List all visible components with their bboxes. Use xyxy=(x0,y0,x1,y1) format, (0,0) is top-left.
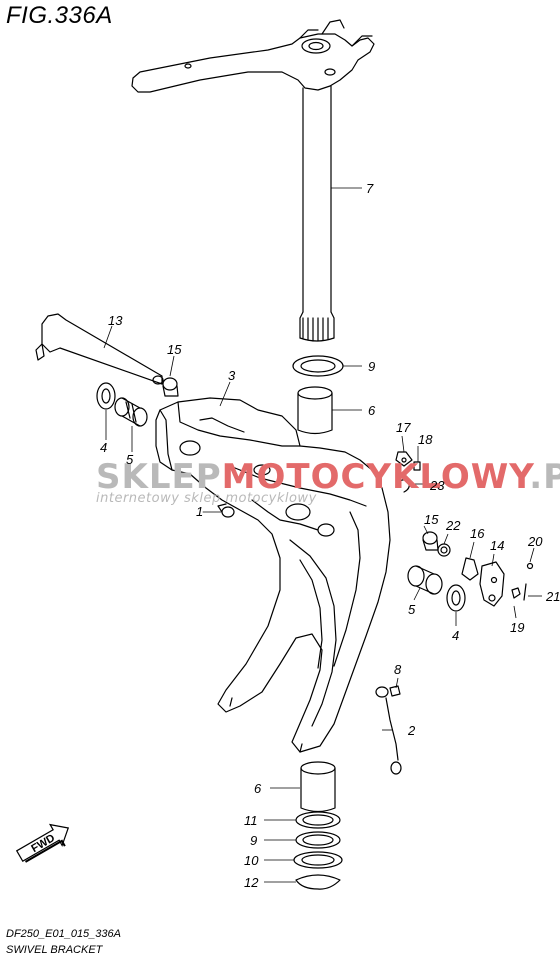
steering-pipe xyxy=(299,85,335,342)
watermark-brand-part1: SKLEP xyxy=(96,457,222,497)
watermark-brand-part2: MOTOCYKLOWY xyxy=(222,457,535,497)
bushing-5-right xyxy=(407,565,443,595)
washer-20 xyxy=(526,562,534,570)
callout-2: 2 xyxy=(407,723,416,738)
washer-10 xyxy=(293,851,343,869)
callout-4b: 4 xyxy=(452,628,459,643)
thrust-washer-9-upper xyxy=(292,355,344,377)
bushing-15-left xyxy=(162,377,179,397)
spring-23 xyxy=(395,479,410,493)
steering-arm xyxy=(131,19,375,93)
callout-11: 11 xyxy=(244,813,258,828)
callout-7: 7 xyxy=(366,181,374,196)
callout-6b: 6 xyxy=(254,781,262,796)
tilt-lock-lever-14 xyxy=(479,561,505,607)
callout-labels: 7 13 15 9 3 6 4 5 17 18 23 1 15 22 16 14… xyxy=(100,181,560,890)
bolt-8 xyxy=(389,685,401,697)
callout-9: 9 xyxy=(368,359,375,374)
bolt-19 xyxy=(511,587,521,599)
callout-5: 5 xyxy=(126,452,134,467)
watermark: SKLEPMOTOCYKLOWY.PL internetowy sklep mo… xyxy=(96,457,560,506)
callout-9b: 9 xyxy=(250,833,257,848)
seal-22 xyxy=(437,543,451,557)
callout-16: 16 xyxy=(470,526,485,541)
callout-3: 3 xyxy=(228,368,236,383)
callout-15: 15 xyxy=(167,342,182,357)
bushing-6-lower xyxy=(300,761,336,813)
callout-22: 22 xyxy=(445,518,461,533)
pin-21 xyxy=(523,583,527,601)
fwd-arrow-icon: FWD xyxy=(15,823,70,863)
earth-cable-2 xyxy=(375,686,402,775)
figure-code: DF250_E01_015_336A xyxy=(6,928,121,940)
callout-15b: 15 xyxy=(424,512,439,527)
callout-12: 12 xyxy=(244,875,259,890)
clip-17 xyxy=(395,451,413,467)
swivel-bracket xyxy=(155,397,391,753)
washer-4-right xyxy=(446,584,466,612)
callout-18: 18 xyxy=(418,432,433,447)
bushing-5-left xyxy=(114,397,148,427)
figure-name: SWIVEL BRACKET xyxy=(6,944,103,956)
callout-17: 17 xyxy=(396,420,411,435)
leader-lines xyxy=(103,187,542,883)
washer-4-left xyxy=(96,382,116,410)
figure-title: FIG.336A xyxy=(6,2,113,29)
bushing-15-right xyxy=(422,531,439,551)
watermark-tagline: internetowy sklep motocyklowy xyxy=(96,491,317,506)
tilt-tube xyxy=(35,313,164,385)
washer-9-lower xyxy=(295,831,341,849)
callout-13: 13 xyxy=(108,313,123,328)
callout-4: 4 xyxy=(100,440,107,455)
callout-20: 20 xyxy=(527,534,543,549)
callout-6: 6 xyxy=(368,403,376,418)
bushing-6-upper xyxy=(297,386,333,435)
callout-14: 14 xyxy=(490,538,504,553)
bolt-1 xyxy=(202,503,235,518)
callout-1: 1 xyxy=(196,504,203,519)
callout-21: 21 xyxy=(545,589,560,604)
callout-23: 23 xyxy=(429,478,445,493)
washer-11 xyxy=(295,811,341,829)
snap-ring-12 xyxy=(295,874,341,890)
callout-8: 8 xyxy=(394,662,402,677)
callout-5b: 5 xyxy=(408,602,416,617)
callout-10: 10 xyxy=(244,853,259,868)
watermark-brand-part3: .PL xyxy=(529,457,560,497)
watermark-brand: SKLEPMOTOCYKLOWY.PL xyxy=(96,457,560,497)
callout-19: 19 xyxy=(510,620,524,635)
lever-16 xyxy=(461,557,479,581)
